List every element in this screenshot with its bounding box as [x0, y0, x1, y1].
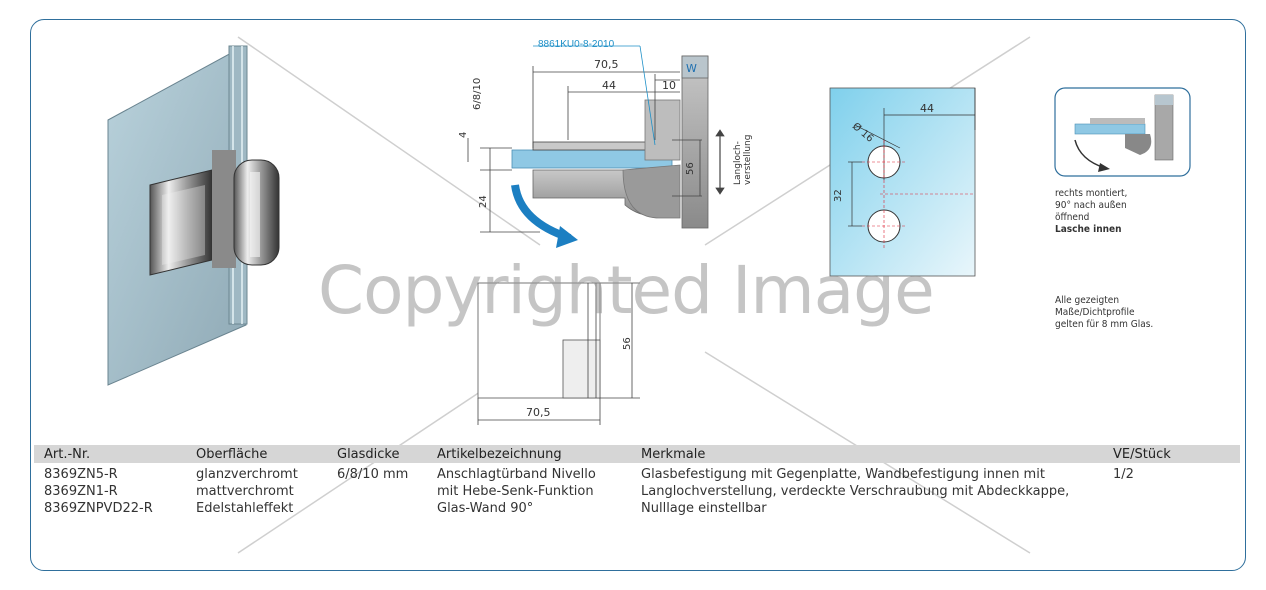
- side-section-drawing: [467, 45, 725, 233]
- mounting-thumbnail: [1054, 87, 1191, 177]
- langloch-label: Langloch- verstellung: [733, 134, 753, 185]
- wall-plate-drawing: [829, 87, 976, 277]
- product-photo: [107, 45, 280, 386]
- mounting-note: rechts montiert, 90° nach außen öffnend …: [1055, 188, 1128, 235]
- header-artikelbezeichnung: Artikelbezeichnung: [437, 447, 562, 462]
- part-number-label: 8861KU0-8-2010: [538, 39, 615, 50]
- dim-4: 4: [458, 131, 469, 138]
- dim-44: 44: [602, 79, 616, 92]
- table-header-bar: [34, 445, 1240, 463]
- header-oberflaeche: Oberfläche: [196, 447, 268, 462]
- ve-cell: 1/2: [1113, 467, 1134, 482]
- bezeichnung-cell: Anschlagtürband Nivello mit Hebe-Senk-Fu…: [437, 467, 596, 516]
- header-art-nr: Art.-Nr.: [44, 447, 91, 462]
- content-frame: [30, 19, 1246, 571]
- art-nr-cell: 8369ZN5-R 8369ZN1-R 8369ZNPVD22-R: [44, 467, 153, 516]
- oberflaeche-cell: glanzverchromt mattverchromt Edelstahlef…: [196, 467, 298, 516]
- glass-note: Alle gezeigten Maße/Dichtprofile gelten …: [1055, 295, 1154, 330]
- glasdicke-cell: 6/8/10 mm: [337, 467, 409, 482]
- w-label: W: [686, 62, 697, 75]
- front-dim-56-text: 56: [622, 337, 633, 350]
- merkmale-cell: Glasbefestigung mit Gegenplatte, Wandbef…: [641, 467, 1070, 516]
- watermark: Copyrighted Image: [318, 252, 935, 329]
- dim-6-8-10: 6/8/10: [472, 77, 483, 110]
- front-view-drawing: [477, 282, 640, 425]
- dim-70-5: 70,5: [594, 58, 619, 71]
- dim-10: 10: [662, 79, 676, 92]
- plate-dim-32: 32: [833, 189, 844, 202]
- dim-56: 56: [685, 162, 696, 175]
- header-merkmale: Merkmale: [641, 447, 706, 462]
- header-ve-stueck: VE/Stück: [1113, 447, 1171, 462]
- front-dim-70-5: 70,5: [526, 406, 551, 419]
- dim-24: 24: [478, 195, 489, 208]
- header-glasdicke: Glasdicke: [337, 447, 400, 462]
- plate-dim-44: 44: [920, 102, 934, 115]
